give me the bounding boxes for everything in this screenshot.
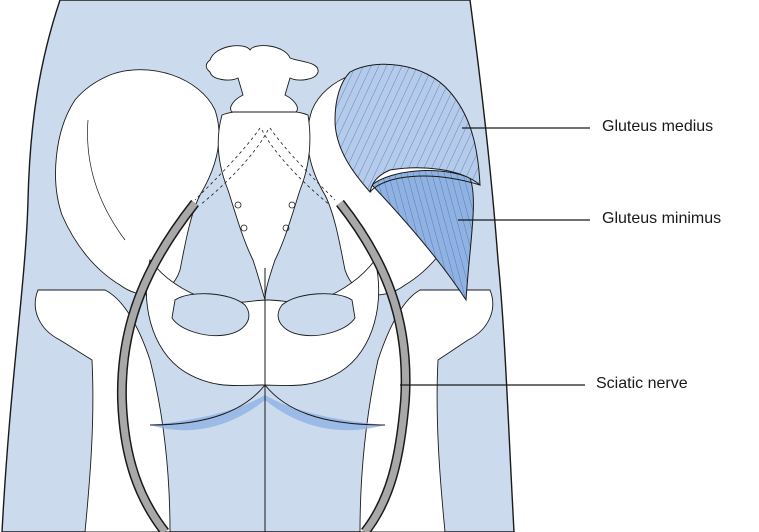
label-gluteus-minimus: Gluteus minimus bbox=[602, 211, 721, 227]
label-sciatic-nerve: Sciatic nerve bbox=[596, 376, 688, 392]
label-gluteus-medius: Gluteus medius bbox=[602, 119, 713, 135]
